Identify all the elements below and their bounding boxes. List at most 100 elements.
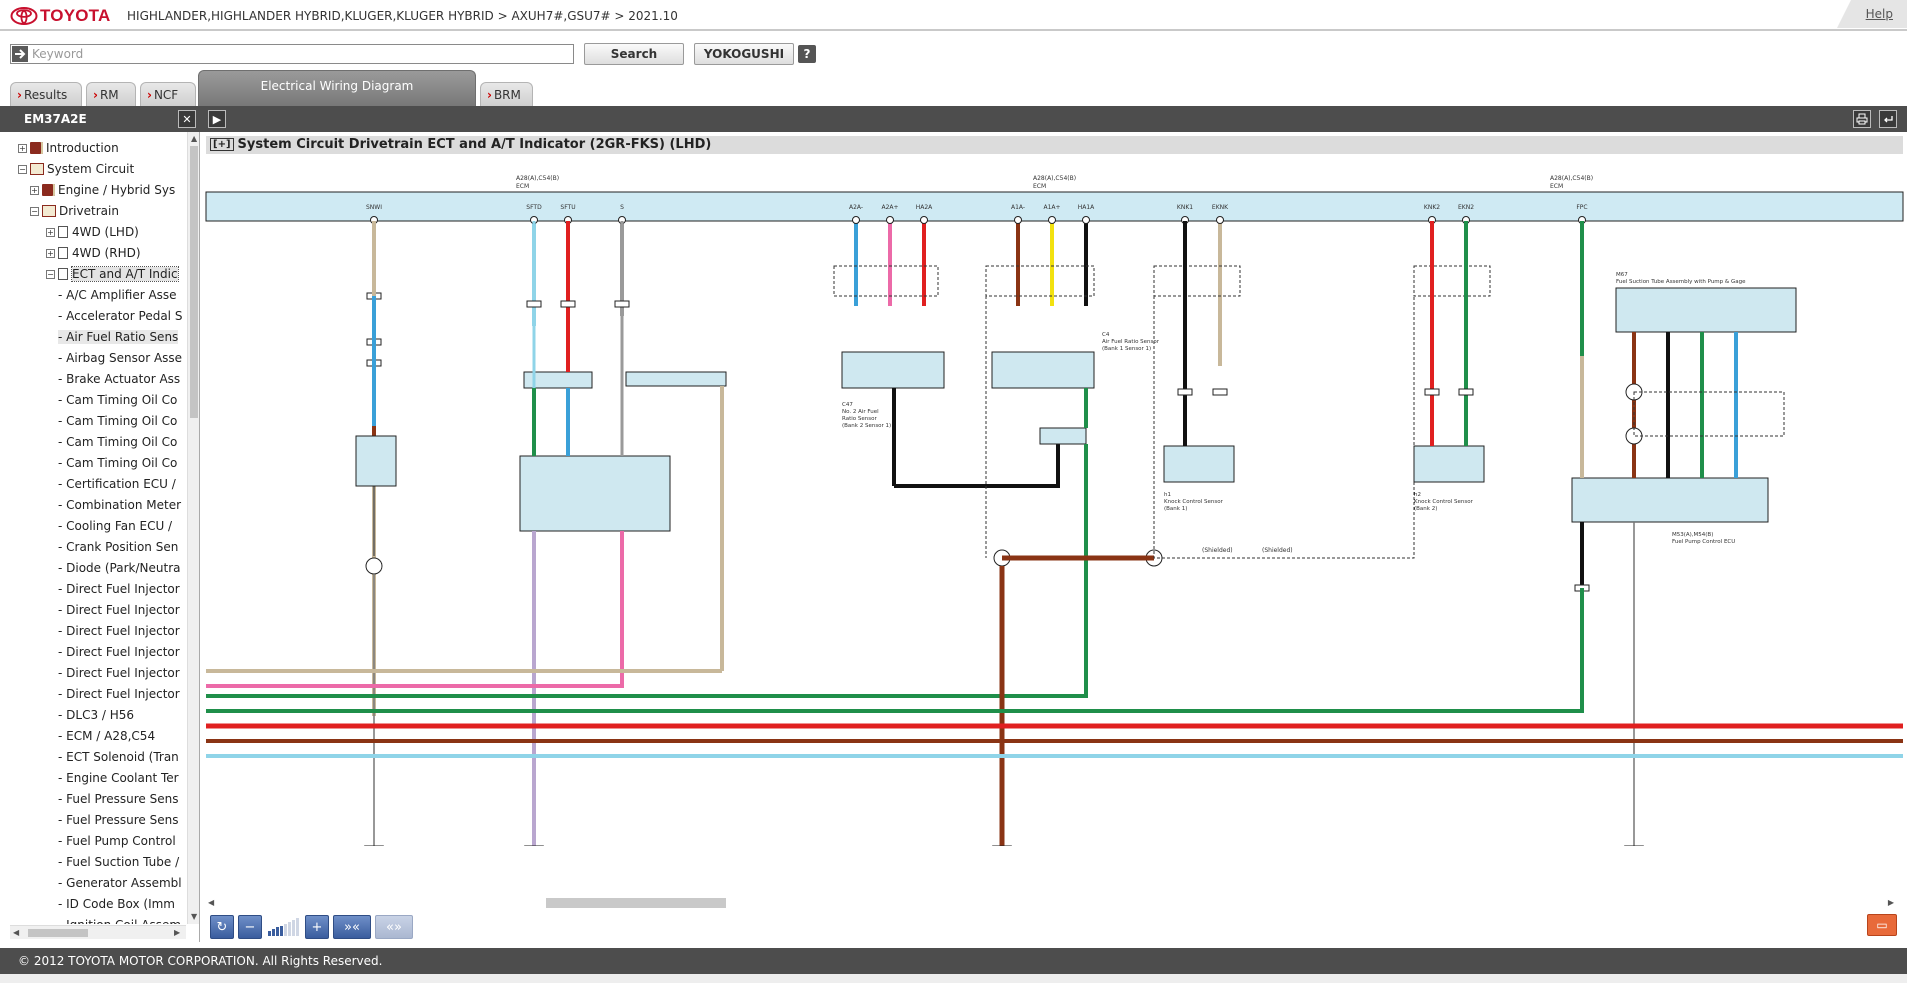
tree-item[interactable]: - Cam Timing Oil Co — [58, 390, 177, 410]
tree-item[interactable]: - Cam Timing Oil Co — [58, 453, 177, 473]
tree-item[interactable]: - Diode (Park/Neutra — [58, 558, 181, 578]
tree-item[interactable]: - Fuel Pump Control — [58, 831, 176, 851]
tree-item[interactable]: - Cooling Fan ECU / — [58, 516, 172, 536]
close-panel-button[interactable]: ✕ — [178, 110, 196, 128]
component-caption: M67 — [1616, 272, 1628, 278]
scroll-down-icon[interactable]: ▼ — [191, 912, 198, 921]
tree-item[interactable]: - ECT Solenoid (Tran — [58, 747, 179, 767]
tree-item[interactable]: - Cam Timing Oil Co — [58, 432, 177, 452]
tree-item[interactable]: - Direct Fuel Injector — [58, 684, 180, 704]
tree-item[interactable]: +4WD (LHD) — [46, 222, 139, 242]
search-help-icon[interactable]: ? — [798, 45, 816, 63]
tree-item[interactable]: +4WD (RHD) — [46, 243, 141, 263]
toggle-panel-button[interactable]: ▶ — [208, 110, 226, 128]
zoom-level-step[interactable] — [276, 927, 279, 936]
actual-size-icon[interactable]: «» — [375, 915, 413, 939]
tree-item[interactable]: - Direct Fuel Injector — [58, 579, 180, 599]
tree-item-label: - Certification ECU / — [58, 477, 176, 491]
tree-item[interactable]: +Engine / Hybrid Sys — [30, 180, 175, 200]
tree-item[interactable]: −Drivetrain — [30, 201, 119, 221]
tree-item-label: - Engine Coolant Ter — [58, 771, 179, 785]
tree-vertical-scrollbar[interactable]: ▲ ▼ — [187, 132, 199, 924]
tree-item-label: - Cam Timing Oil Co — [58, 456, 178, 470]
tree-item[interactable]: - Engine Coolant Ter — [58, 768, 179, 788]
tree-item[interactable]: - Ignition Coil Assem — [58, 915, 181, 924]
tree-item[interactable]: - ECM / A28,C54 — [58, 726, 155, 746]
tree-item[interactable]: - Brake Actuator Ass — [58, 369, 180, 389]
collapse-icon[interactable]: − — [18, 164, 27, 174]
keyword-search-input[interactable] — [29, 45, 569, 63]
tree-item[interactable]: - Combination Meter — [58, 495, 181, 515]
tab-rm[interactable]: ›RM — [86, 82, 136, 106]
scroll-left-icon[interactable]: ◀ — [208, 898, 215, 907]
wiring-diagram[interactable]: A28(A),C54(B)ECMA28(A),C54(B)ECMA28(A),C… — [202, 156, 1907, 846]
tree-item[interactable]: - A/C Amplifier Asse — [58, 285, 177, 305]
tree-item[interactable]: - Crank Position Sen — [58, 537, 178, 557]
tree-item[interactable]: - Fuel Pressure Sens — [58, 810, 178, 830]
pin-terminal — [1082, 216, 1090, 224]
zoom-level-step[interactable] — [292, 920, 295, 936]
scrollbar-thumb[interactable] — [546, 898, 726, 908]
tab-brm[interactable]: ›BRM — [480, 82, 533, 106]
pin-label: HA2A — [916, 204, 933, 211]
tree-item[interactable]: - ID Code Box (Imm — [58, 894, 175, 914]
tree-item[interactable]: - Generator Assembl — [58, 873, 182, 893]
scroll-left-icon[interactable]: ◀ — [13, 928, 20, 937]
tree-item[interactable]: - Fuel Pressure Sens — [58, 789, 178, 809]
zoom-level-step[interactable] — [284, 923, 287, 936]
collapse-icon[interactable]: − — [30, 206, 39, 216]
tree-item[interactable]: - Certification ECU / — [58, 474, 176, 494]
collapse-icon[interactable]: − — [46, 269, 55, 279]
scrollbar-thumb[interactable] — [190, 146, 198, 418]
expand-icon[interactable]: + — [30, 185, 39, 195]
zoom-level-step[interactable] — [268, 931, 271, 936]
tree-item-label: - Ignition Coil Assem — [58, 918, 181, 924]
scroll-right-icon[interactable]: ▶ — [174, 928, 181, 937]
tree-item[interactable]: +Introduction — [18, 138, 119, 158]
tree-item[interactable]: - Direct Fuel Injector — [58, 642, 180, 662]
tree-item[interactable]: - DLC3 / H56 — [58, 705, 134, 725]
tree-item[interactable]: - Air Fuel Ratio Sens — [58, 327, 179, 347]
zoom-level-step[interactable] — [280, 925, 283, 936]
help-link[interactable]: Help — [1865, 7, 1893, 21]
tree-item[interactable]: - Accelerator Pedal S — [58, 306, 182, 326]
print-icon[interactable] — [1853, 110, 1871, 128]
expand-icon[interactable]: + — [46, 227, 55, 237]
tree-item[interactable]: - Direct Fuel Injector — [58, 600, 180, 620]
feedback-icon[interactable]: ▭ — [1867, 914, 1897, 936]
expand-icon[interactable]: + — [46, 248, 55, 258]
fit-width-icon[interactable]: »« — [333, 915, 371, 939]
scroll-up-icon[interactable]: ▲ — [191, 134, 198, 143]
tree-item[interactable]: - Fuel Suction Tube / — [58, 852, 179, 872]
tree-item[interactable]: −System Circuit — [18, 159, 134, 179]
tree-item[interactable]: −ECT and A/T Indic — [46, 264, 179, 284]
search-button[interactable]: Search — [584, 43, 684, 65]
return-icon[interactable] — [1879, 110, 1897, 128]
scrollbar-thumb[interactable] — [28, 929, 88, 937]
expand-title-icon[interactable]: [+] — [210, 138, 234, 151]
tab-ncf[interactable]: ›NCF — [140, 82, 196, 106]
zoom-out-icon[interactable]: − — [238, 915, 262, 939]
zoom-level-indicator[interactable] — [268, 918, 299, 936]
diagram-horizontal-scrollbar[interactable]: ◀ ▶ — [206, 896, 1896, 910]
tree-horizontal-scrollbar[interactable]: ◀ ▶ — [10, 925, 186, 939]
tab-arrow-icon: › — [93, 88, 98, 102]
refresh-icon[interactable]: ↻ — [210, 915, 234, 939]
zoom-level-step[interactable] — [272, 929, 275, 936]
zoom-level-step[interactable] — [288, 922, 291, 936]
yokogushi-button[interactable]: YOKOGUSHI — [694, 43, 794, 65]
tree-item[interactable]: - Direct Fuel Injector — [58, 663, 180, 683]
expand-icon[interactable]: + — [18, 143, 27, 153]
tab-results[interactable]: ›Results — [10, 82, 82, 106]
zoom-in-icon[interactable]: + — [305, 915, 329, 939]
tree-item[interactable]: - Cam Timing Oil Co — [58, 411, 177, 431]
tree-item[interactable]: - Direct Fuel Injector — [58, 621, 180, 641]
connector — [526, 300, 542, 308]
zoom-level-step[interactable] — [296, 918, 299, 936]
scroll-right-icon[interactable]: ▶ — [1887, 898, 1894, 907]
tree-item-label: - DLC3 / H56 — [58, 708, 135, 722]
breadcrumb: HIGHLANDER,HIGHLANDER HYBRID,KLUGER,KLUG… — [127, 9, 678, 23]
tab-electrical-wiring-diagram[interactable]: Electrical Wiring Diagram — [198, 70, 476, 106]
tree-item[interactable]: - Airbag Sensor Asse — [58, 348, 182, 368]
search-box — [10, 44, 574, 64]
